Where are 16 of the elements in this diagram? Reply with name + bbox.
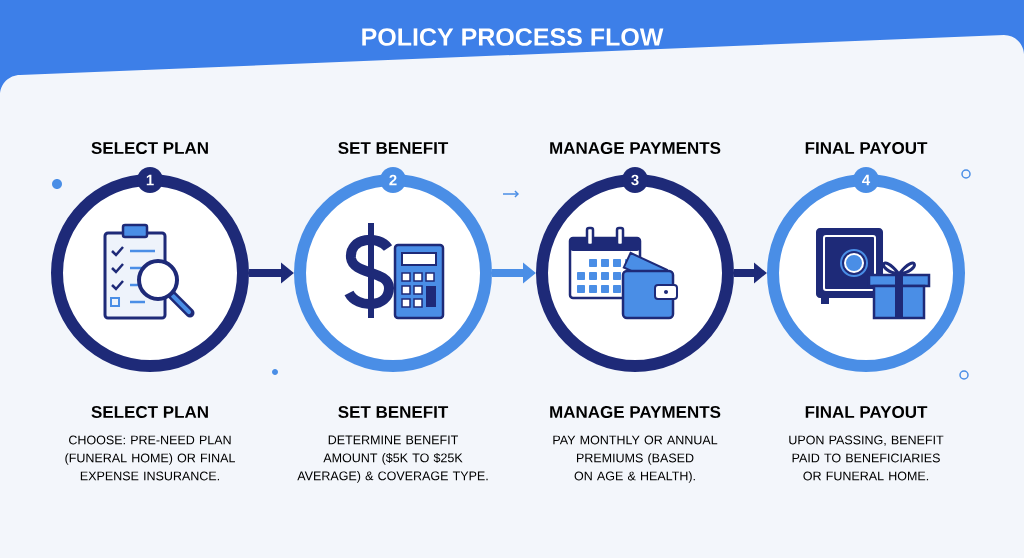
title-banner: POLICY PROCESS FLOW	[0, 0, 1024, 95]
step-description: PAY MONTHLY OR ANNUAL PREMIUMS (BASED ON AGE & HEALTH).	[553, 435, 718, 483]
step-heading: MANAGE PAYMENTS	[550, 142, 721, 155]
number-badge: 2	[380, 167, 406, 193]
step-description: CHOOSE: PRE-NEED PLAN (FUNERAL HOME) OR FINAL EXPENSE INSURANCE.	[65, 435, 235, 481]
step-title: MANAGE PAYMENTS	[550, 406, 721, 419]
step-description: UPON PASSING, BENEFIT PAID TO BENEFICIARIES OR FUNERAL HOME.	[789, 435, 944, 481]
step-heading: FINAL PAYOUT	[805, 142, 928, 155]
number-badge: 3	[622, 167, 648, 193]
number-badge: 1	[137, 167, 163, 193]
step-heading: SET BENEFIT	[338, 142, 449, 155]
step-description: DETERMINE BENEFIT AMOUNT ($5K TO $25K AVERAGE) & COVERAGE TYPE.	[297, 435, 488, 483]
step-title: SELECT PLAN	[91, 406, 208, 419]
step-title: SET BENEFIT	[338, 406, 449, 419]
step-title: FINAL PAYOUT	[805, 406, 928, 419]
step-heading: SELECT PLAN	[91, 142, 208, 155]
